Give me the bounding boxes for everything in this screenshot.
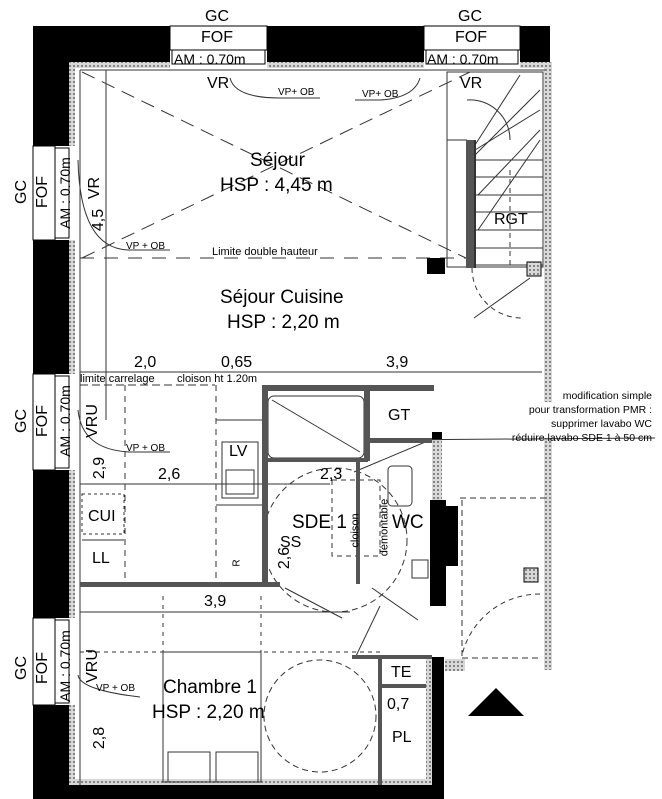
window-tr-gc: GC xyxy=(458,8,482,25)
pmr-note-line-2: pour transformation PMR : xyxy=(528,404,652,416)
room-wc: WC xyxy=(392,512,424,533)
dim-cuisine-width: 2,6 xyxy=(158,466,181,483)
room-sejour-cuisine-name: Séjour Cuisine xyxy=(220,287,344,308)
window-ls-am: AM : 0.70m xyxy=(56,157,73,229)
room-lv: LV xyxy=(229,443,248,460)
room-sejour-cuisine-hsp: HSP : 2,20 m xyxy=(227,312,340,333)
room-chambre-hsp: HSP : 2,20 m xyxy=(152,702,265,723)
interior-lines xyxy=(77,69,656,785)
dim-chambre-width: 3,9 xyxy=(204,593,227,610)
window-ls-vpob: VP + OB xyxy=(126,241,166,252)
pmr-note-line-3: supprimer lavabo WC xyxy=(551,418,652,430)
dim-cuisine-depth: 2,9 xyxy=(91,456,109,480)
window-lch-vru: VRU xyxy=(83,649,101,683)
cloison-demontable-2: démontable xyxy=(378,498,391,557)
window-lch-fof: FOF xyxy=(34,652,51,684)
window-tr-am: AM : 0.70m xyxy=(427,51,499,67)
dim-sde-width: 2,3 xyxy=(320,466,343,483)
duct-wc xyxy=(523,567,539,583)
window-tl-gc: GC xyxy=(205,8,229,25)
window-lc-vru: VRU xyxy=(83,404,101,438)
room-gt: GT xyxy=(388,407,411,424)
window-tl-am: AM : 0.70m xyxy=(174,51,246,67)
duct xyxy=(526,261,542,277)
dim-width-a: 2,0 xyxy=(134,354,157,371)
pmr-note-line-4: réduire lavabo SDE 1 à 50 cm xyxy=(511,432,652,444)
room-cui: CUI xyxy=(88,508,116,525)
pmr-note-line-1: modification simple xyxy=(562,390,652,402)
window-ls-fof: FOF xyxy=(34,176,51,208)
column xyxy=(427,258,445,274)
partitions xyxy=(80,140,474,785)
window-tr-vr: VR xyxy=(460,75,483,92)
dim-sejour-depth: 4,5 xyxy=(90,208,108,232)
window-lc-fof: FOF xyxy=(34,405,51,437)
cloison-demontable-1: cloison xyxy=(349,513,362,548)
room-rgt: RGT xyxy=(494,211,528,228)
dim-pl-depth: 0,7 xyxy=(387,696,410,713)
dim-width-b: 0,65 xyxy=(221,354,253,371)
room-te: TE xyxy=(391,664,412,681)
dim-sde-depth: 2,6 xyxy=(276,546,294,570)
window-tl-vr: VR xyxy=(207,75,230,92)
window-ls-gc: GC xyxy=(13,180,30,204)
dim-chambre-depth: 2,8 xyxy=(91,726,109,750)
limite-carrelage: limite carrelage xyxy=(80,373,155,385)
window-tl-fof: FOF xyxy=(201,29,233,46)
window-lch-vpob: VP + OB xyxy=(96,683,136,694)
window-tr-vpob: VP+ OB xyxy=(362,89,399,100)
dim-width-c: 3,9 xyxy=(386,354,409,371)
limite-double-hauteur: Limite double hauteur xyxy=(212,246,318,258)
window-lc-gc: GC xyxy=(13,409,30,433)
triangle-icon xyxy=(468,688,524,716)
room-sde: SDE 1 xyxy=(292,512,347,533)
insulation xyxy=(69,62,552,785)
window-lc-am: AM : 0.70m xyxy=(56,385,73,457)
window-lch-gc: GC xyxy=(13,656,30,680)
window-lc-vpob: VP + OB xyxy=(126,443,166,454)
room-ll: LL xyxy=(92,550,110,567)
cloison-ht: cloison ht 1.20m xyxy=(177,373,258,385)
window-ls-vr: VR xyxy=(86,176,104,200)
room-pl: PL xyxy=(392,729,412,746)
room-r: R xyxy=(231,559,243,567)
window-lch-am: AM : 0.70m xyxy=(56,630,73,702)
window-tl-vpob: VP+ OB xyxy=(278,87,315,98)
room-ss: SS xyxy=(280,534,302,551)
pmr-note: modification simple pour transformation … xyxy=(512,389,652,445)
room-sejour-name: Séjour xyxy=(250,150,305,171)
window-frames xyxy=(32,25,521,706)
window-tr-fof: FOF xyxy=(455,29,487,46)
room-chambre-name: Chambre 1 xyxy=(163,677,257,698)
room-sejour-hsp: HSP : 4,45 m xyxy=(220,175,333,196)
